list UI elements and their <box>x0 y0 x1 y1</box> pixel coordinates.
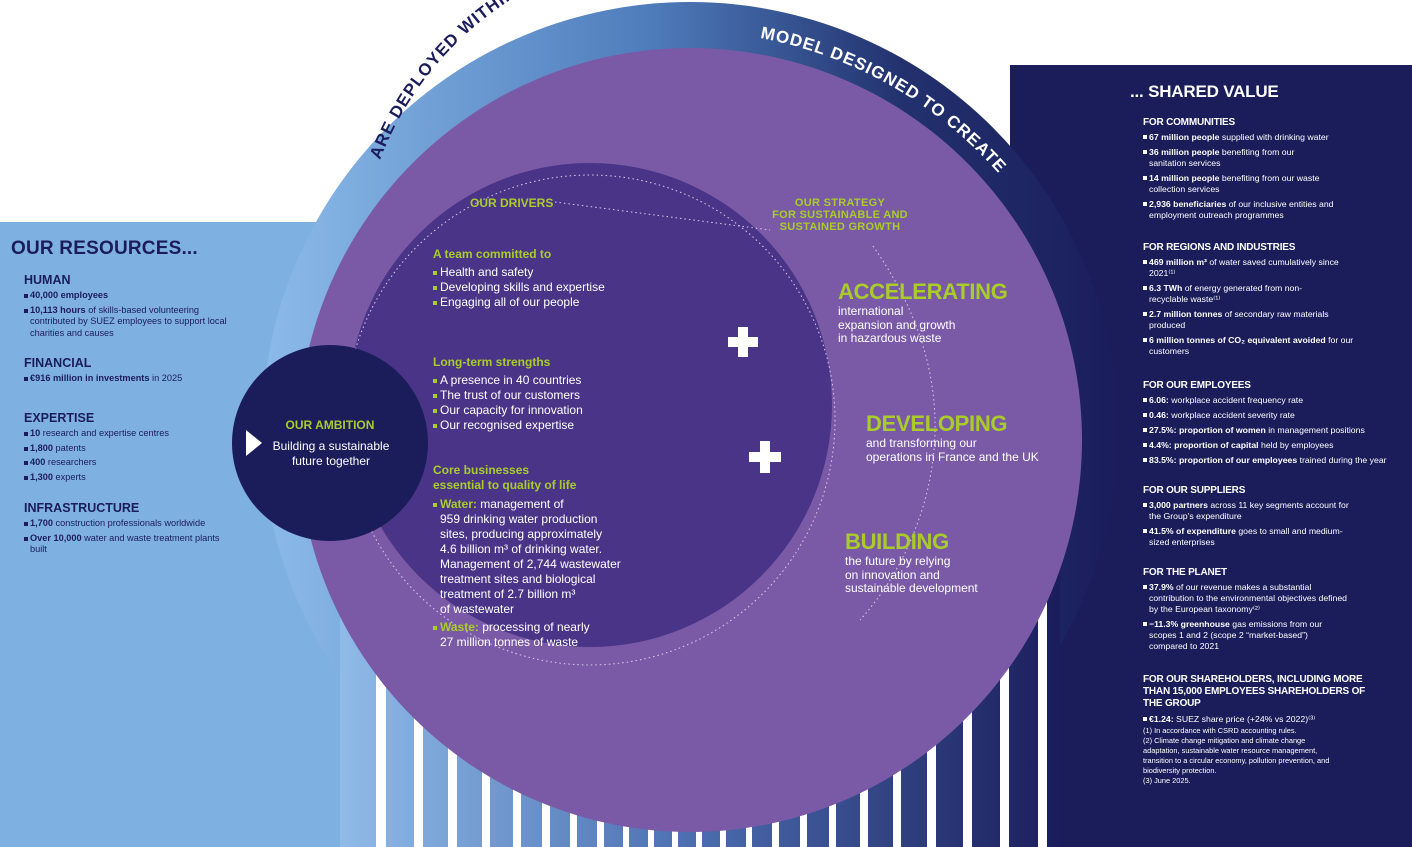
suppliers-title: FOR OUR SUPPLIERS <box>1143 485 1246 496</box>
list-item: 36 million people benefiting from our sa… <box>1143 147 1329 169</box>
accelerating-line: international <box>838 304 904 318</box>
building-title: BUILDING <box>845 529 949 554</box>
list-item: 1,800 patents <box>24 443 234 455</box>
team-heading: A team committed to <box>433 247 552 261</box>
list-item: 10,113 hours of skills-based volunteerin… <box>24 305 234 340</box>
developing-block: DEVELOPING and transforming our operatio… <box>866 411 1066 464</box>
sv-employees: FOR OUR EMPLOYEES 6.06: workplace accide… <box>1143 380 1405 470</box>
list-item: 67 million people supplied with drinking… <box>1143 132 1405 143</box>
list-item: −11.3% greenhouse gas emissions from our… <box>1143 619 1339 652</box>
list-item: Our recognised expertise <box>433 418 663 433</box>
plus-icon <box>728 327 758 357</box>
list-item: 0.46: workplace accident severity rate <box>1143 410 1405 421</box>
list-item: Our capacity for innovation <box>433 403 663 418</box>
list-item: 1,300 experts <box>24 472 234 484</box>
list-item: Health and safety <box>433 265 663 280</box>
developing-line: operations in France and the UK <box>866 449 1039 464</box>
building-block: BUILDING the future by relying on innova… <box>845 529 1025 596</box>
shared-value-title: ... SHARED VALUE <box>1130 82 1279 101</box>
planet-title: FOR THE PLANET <box>1143 567 1227 578</box>
list-item: 400 researchers <box>24 457 234 469</box>
list-item: €916 million in investments in 2025 <box>24 373 234 385</box>
human-title: HUMAN <box>24 273 71 287</box>
list-item: 1,700 construction professionals worldwi… <box>24 518 234 530</box>
list-item: A presence in 40 countries <box>433 373 663 388</box>
list-item: Developing skills and expertise <box>433 280 663 295</box>
employees-title: FOR OUR EMPLOYEES <box>1143 380 1251 391</box>
communities-title: FOR COMMUNITIES <box>1143 117 1235 128</box>
financial-title: FINANCIAL <box>24 356 92 370</box>
list-item: Over 10,000 water and waste treatment pl… <box>24 533 234 556</box>
list-item: 3,000 partners across 11 key segments ac… <box>1143 500 1349 522</box>
list-item: 6.3 TWh of energy generated from non-rec… <box>1143 283 1319 305</box>
waste-item: Waste: processing of nearly 27 million t… <box>433 620 673 650</box>
plus-icon-2 <box>749 441 781 473</box>
list-item: 83.5%: proportion of our employees train… <box>1143 455 1405 466</box>
core-heading-1: Core businesses <box>433 463 530 477</box>
core-heading-2: essential to quality of life <box>433 478 577 492</box>
building-line: on innovation and <box>845 567 940 582</box>
building-line: sustainable development <box>845 581 978 595</box>
list-item: 37.9% of our revenue makes a substantial… <box>1143 582 1354 615</box>
building-line: the future by relying <box>845 554 951 568</box>
resources-infrastructure: INFRASTRUCTURE 1,700 construction profes… <box>24 501 234 559</box>
list-item: 2,936 beneficiaries of our inclusive ent… <box>1143 199 1349 221</box>
expertise-title: EXPERTISE <box>24 411 95 425</box>
list-item: 6.06: workplace accident frequency rate <box>1143 395 1405 406</box>
developing-line: and transforming our <box>866 436 977 450</box>
drivers-circle <box>348 163 832 647</box>
sv-shareholders: FOR OUR SHAREHOLDERS, INCLUDING MORE THA… <box>1143 674 1405 729</box>
list-item: 14 million people benefiting from our wa… <box>1143 173 1349 195</box>
footnote: (2) Climate change mitigation and climat… <box>1143 736 1330 775</box>
list-item: 469 million m³ of water saved cumulative… <box>1143 257 1349 279</box>
drivers-dotted-ring <box>344 174 836 666</box>
list-item: 27.5%: proportion of women in management… <box>1143 425 1405 436</box>
list-item: The trust of our customers <box>433 388 663 403</box>
developing-title: DEVELOPING <box>866 411 1008 436</box>
sv-suppliers: FOR OUR SUPPLIERS 3,000 partners across … <box>1143 485 1405 552</box>
drivers-core: Core businesses essential to quality of … <box>433 463 673 650</box>
sv-communities: FOR COMMUNITIES 67 million people suppli… <box>1143 117 1405 225</box>
sv-planet: FOR THE PLANET 37.9% of our revenue make… <box>1143 567 1405 656</box>
shareholders-title: FOR OUR SHAREHOLDERS, INCLUDING MORE THA… <box>1143 674 1366 709</box>
drivers-title: OUR DRIVERS <box>470 196 554 210</box>
ambition-title: OUR AMBITION <box>285 418 375 432</box>
strategy-title: OUR STRATEGY FOR SUSTAINABLE AND SUSTAIN… <box>772 197 908 233</box>
footnotes: (1) In accordance with CSRD accounting r… <box>1143 726 1343 786</box>
list-item: €1.24: SUEZ share price (+24% vs 2022)⁽³… <box>1143 714 1405 725</box>
purple-arrow <box>1060 422 1078 458</box>
list-item: 2.7 million tonnes of secondary raw mate… <box>1143 309 1329 331</box>
list-item: 10 research and expertise centres <box>24 428 234 440</box>
infrastructure-title: INFRASTRUCTURE <box>24 501 140 515</box>
resources-title: OUR RESOURCES... <box>11 238 198 259</box>
ambition-circle <box>232 345 428 541</box>
strengths-heading: Long-term strengths <box>433 355 551 369</box>
drivers-team: A team committed to Health and safety De… <box>433 247 663 310</box>
list-item: 40,000 employees <box>24 290 234 302</box>
ambition-text: Building a sustainable future together <box>272 439 390 468</box>
resources-human: HUMAN 40,000 employees 10,113 hours of s… <box>24 273 234 342</box>
list-item: 41.5% of expenditure goes to small and m… <box>1143 526 1349 548</box>
sv-regions: FOR REGIONS AND INDUSTRIES 469 million m… <box>1143 242 1405 361</box>
footnote: (1) In accordance with CSRD accounting r… <box>1143 726 1297 735</box>
drivers-strengths: Long-term strengths A presence in 40 cou… <box>433 355 663 433</box>
accelerating-title: ACCELERATING <box>838 279 1008 304</box>
list-item: 6 million tonnes of CO₂ equivalent avoid… <box>1143 335 1359 357</box>
footnote: (3) June 2025. <box>1143 776 1191 785</box>
list-item: Engaging all of our people <box>433 295 663 310</box>
resources-expertise: EXPERTISE 10 research and expertise cent… <box>24 411 234 486</box>
accelerating-line: expansion and growth <box>838 317 956 332</box>
water-item: Water: management of 959 drinking water … <box>433 497 673 617</box>
ambition-arrow-icon <box>246 430 262 456</box>
accelerating-line: in hazardous waste <box>838 331 942 345</box>
resources-financial: FINANCIAL €916 million in investments in… <box>24 356 234 388</box>
accelerating-block: ACCELERATING international expansion and… <box>838 279 1038 346</box>
regions-title: FOR REGIONS AND INDUSTRIES <box>1143 242 1296 253</box>
list-item: 4.4%: proportion of capital held by empl… <box>1143 440 1405 451</box>
